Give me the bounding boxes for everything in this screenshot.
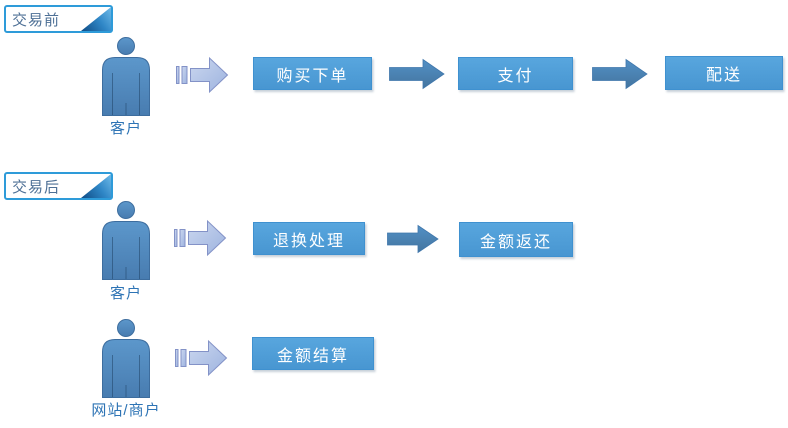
step-box: 退换处理 bbox=[253, 222, 365, 255]
step-box: 支付 bbox=[458, 57, 573, 90]
phase-banner-post-trade: 交易后 bbox=[4, 172, 113, 200]
striped-right-arrow-icon bbox=[176, 56, 229, 99]
person-icon bbox=[100, 318, 152, 398]
banner-label: 交易前 bbox=[12, 11, 61, 29]
right-arrow-icon bbox=[389, 58, 445, 95]
step-box: 金额返还 bbox=[459, 222, 573, 257]
right-arrow-icon bbox=[592, 58, 648, 95]
right-arrow-icon bbox=[387, 224, 439, 259]
step-box: 金额结算 bbox=[252, 337, 374, 370]
actor-label: 网站/商户 bbox=[91, 402, 161, 419]
person-icon bbox=[100, 200, 152, 280]
step-box: 购买下单 bbox=[253, 57, 372, 90]
striped-right-arrow-icon bbox=[175, 339, 228, 382]
actor-label: 客户 bbox=[109, 285, 142, 302]
step-label: 金额结算 bbox=[276, 347, 349, 365]
actor-label: 客户 bbox=[109, 120, 142, 137]
step-label: 支付 bbox=[497, 67, 534, 85]
striped-right-arrow-icon bbox=[174, 219, 227, 262]
step-box: 配送 bbox=[665, 56, 783, 90]
step-label: 退换处理 bbox=[272, 232, 345, 250]
step-label: 金额返还 bbox=[479, 233, 552, 251]
person-icon bbox=[100, 36, 152, 116]
folded-corner-icon bbox=[81, 174, 111, 198]
folded-corner-icon bbox=[81, 7, 111, 31]
phase-banner-pre-trade: 交易前 bbox=[4, 5, 113, 33]
banner-label: 交易后 bbox=[12, 178, 61, 196]
step-label: 配送 bbox=[705, 67, 742, 84]
step-label: 购买下单 bbox=[276, 67, 349, 85]
